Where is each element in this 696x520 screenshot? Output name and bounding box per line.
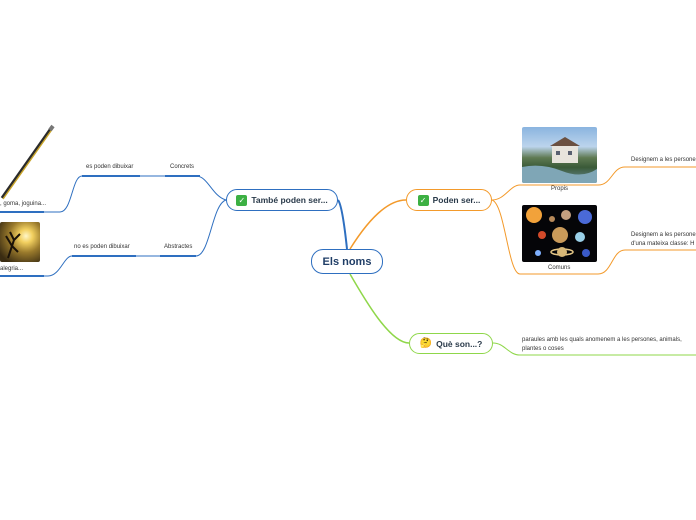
connector-tambe-abstractes <box>160 199 227 257</box>
branch-poden-label: Poden ser... <box>432 195 481 205</box>
check-icon: ✓ <box>236 194 248 206</box>
topic-propis[interactable]: Propis <box>551 186 569 192</box>
check-icon: ✓ <box>417 194 429 206</box>
topic-comuns-desc-line-2: d'una mateixa classe: H <box>631 241 695 247</box>
branch-tambe-label: També poden ser... <box>251 195 328 205</box>
connector-comuns-desc <box>597 249 696 275</box>
topic-propis-desc[interactable]: Designem a les persone <box>631 157 696 163</box>
connector-tambe-concrets <box>165 175 227 201</box>
topic-comuns[interactable]: Comuns <box>548 265 571 271</box>
connector-queson-def <box>492 342 696 356</box>
topic-abstractes-desc[interactable]: no es poden dibuixar <box>74 244 130 250</box>
planets-icon <box>526 207 592 257</box>
branch-queson-label: Què son...? <box>436 338 483 349</box>
topic-comuns-desc-line-1: Designem a les persone <box>631 232 696 238</box>
connector-propis-desc <box>597 166 696 186</box>
root-label: Els noms <box>322 255 372 268</box>
thinking-face-icon: 🤔 <box>419 338 433 349</box>
house-landscape-photo <box>522 127 597 183</box>
topic-queson-definition-line-1: paraules amb les quals anomenem a les pe… <box>522 337 682 343</box>
branch-poden[interactable]: ✓ Poden ser... <box>406 189 492 211</box>
topic-concrets-example[interactable]: , goma, joguina... <box>0 201 47 207</box>
pencil-illustration <box>0 124 55 200</box>
branch-tambe[interactable]: ✓ També poden ser... <box>226 189 338 211</box>
connector-root-tambe <box>337 199 348 250</box>
topic-queson-definition[interactable]: paraules amb les quals anomenem a les pe… <box>522 336 682 354</box>
connector-poden-propis <box>491 184 598 201</box>
topic-comuns-desc[interactable]: Designem a les persone d'una mateixa cla… <box>631 231 696 249</box>
topic-abstractes[interactable]: Abstractes <box>164 244 193 250</box>
connector-root-poden <box>349 199 407 250</box>
root-node[interactable]: Els noms <box>311 249 383 274</box>
connector-concrets-desc <box>0 175 165 213</box>
topic-concrets[interactable]: Concrets <box>170 164 195 170</box>
topic-concrets-desc[interactable]: es poden dibuixar <box>86 164 134 170</box>
connector-abstractes-desc <box>0 255 160 277</box>
topic-abstractes-example[interactable]: alegria... <box>0 266 24 272</box>
jumping-person-icon <box>5 231 21 259</box>
branch-queson[interactable]: 🤔 Què son...? <box>409 333 493 354</box>
joy-photo <box>0 222 40 262</box>
connector-root-queson <box>349 273 410 344</box>
solar-system-photo <box>522 205 597 262</box>
topic-queson-definition-line-2: plantes o coses <box>522 346 564 352</box>
connector-poden-comuns <box>491 199 598 275</box>
